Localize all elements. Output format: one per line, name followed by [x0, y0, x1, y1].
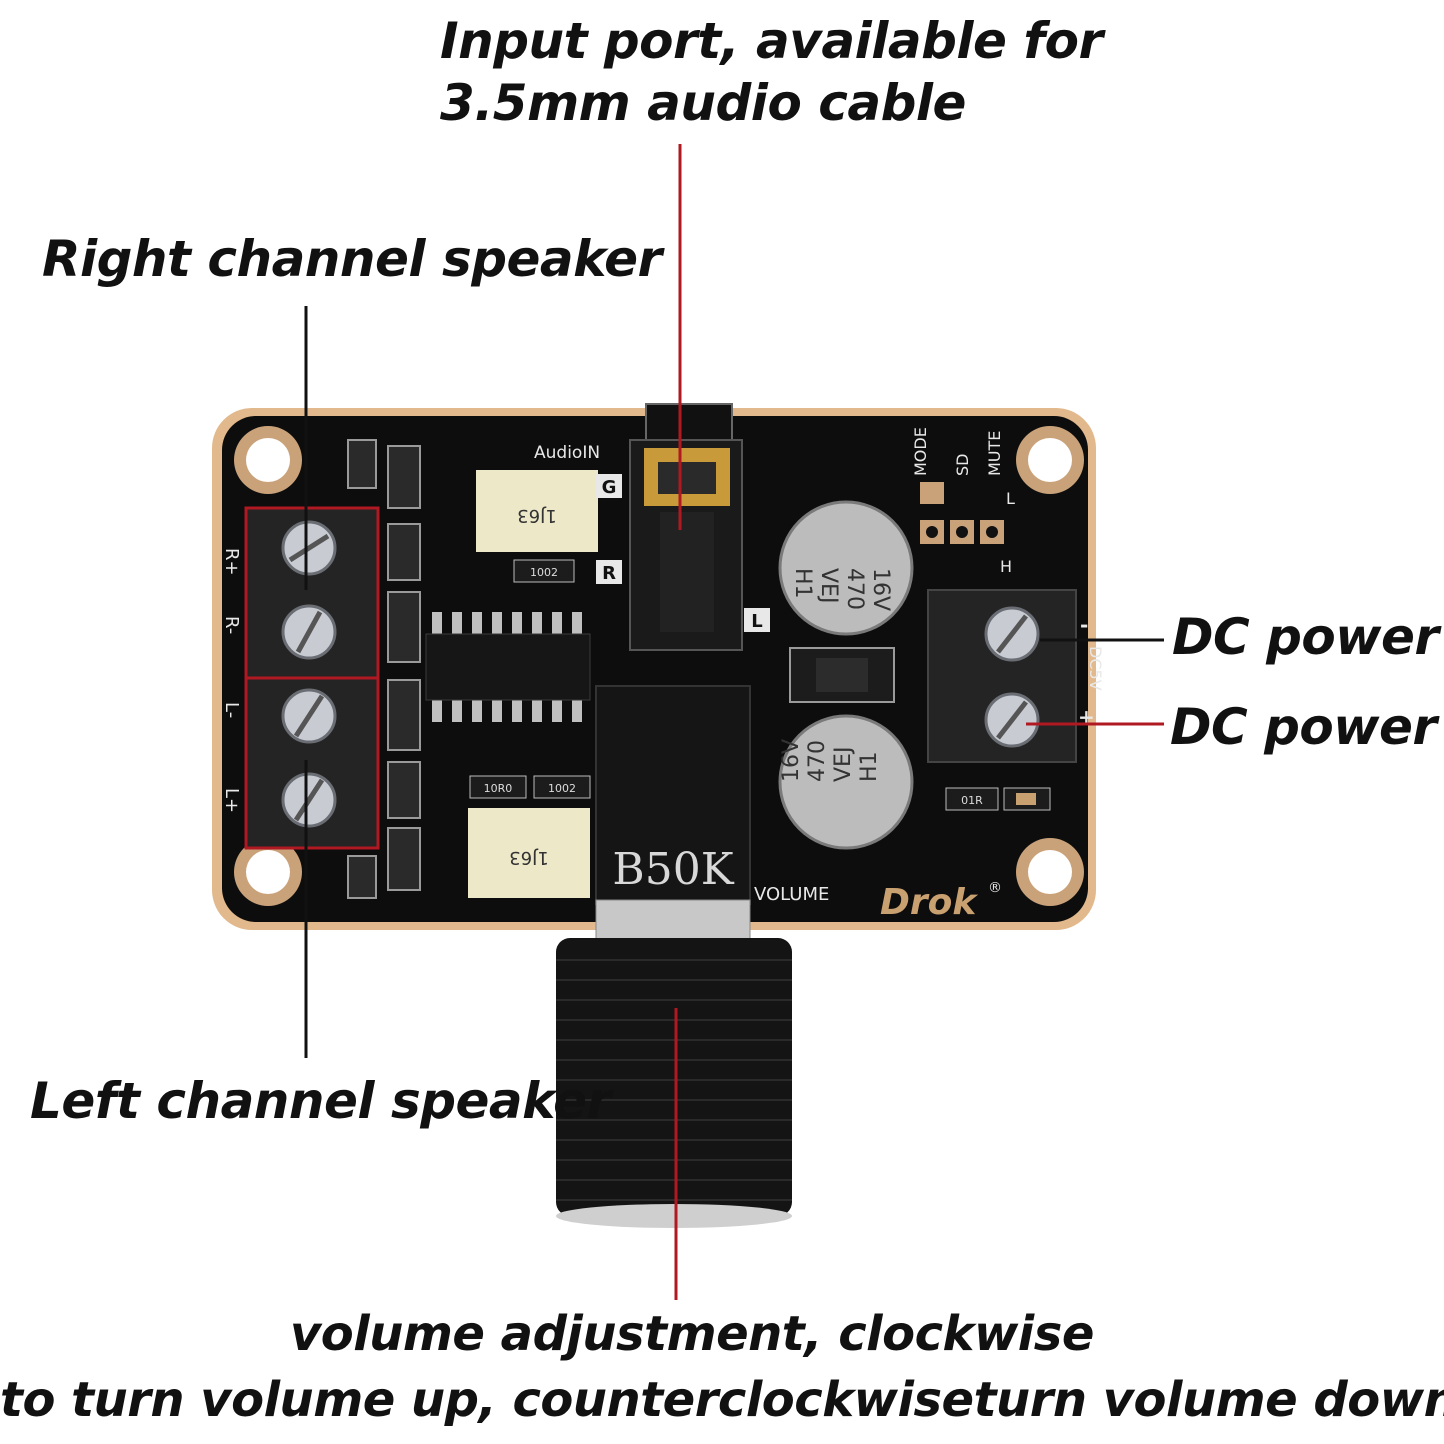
- svg-text:10R0: 10R0: [484, 782, 513, 795]
- smd-components-left: [347, 439, 421, 899]
- mounting-hole-top-left: [234, 426, 302, 494]
- amplifier-ic: [425, 612, 591, 722]
- smd-diode: [789, 647, 895, 703]
- svg-text:H1: H1: [790, 568, 815, 599]
- smd-resistor-c: 1002: [533, 775, 591, 799]
- svg-text:L: L: [751, 611, 762, 632]
- film-capacitor-top: 1J63: [476, 470, 598, 552]
- label-h-pin: H: [1000, 557, 1012, 576]
- label-l-plus: L+: [221, 788, 242, 813]
- svg-text:VEJ: VEJ: [816, 568, 841, 603]
- brand-logo: Drok: [880, 882, 978, 923]
- mounting-hole-bottom-left: [234, 838, 302, 906]
- power-terminal-block: [927, 589, 1077, 763]
- callout-volume-line1: volume adjustment, clockwise: [290, 1306, 1094, 1362]
- label-g-box: G: [596, 474, 622, 498]
- smd-resistor-b: 10R0: [469, 775, 527, 799]
- svg-text:R: R: [602, 563, 616, 584]
- svg-text:H1: H1: [857, 751, 882, 782]
- film-cap-top-label: 1J63: [517, 505, 557, 526]
- callout-right-channel: Right channel speaker: [42, 230, 662, 288]
- film-cap-bottom-label: 1J63: [509, 847, 549, 868]
- label-mode: MODE: [911, 427, 930, 476]
- svg-text:G: G: [602, 477, 617, 498]
- potentiometer: B50K: [595, 685, 751, 945]
- callout-input-port: Input port, available for 3.5mm audio ca…: [440, 10, 1103, 134]
- smd-resistor-a: 1002: [513, 559, 575, 583]
- label-mute: MUTE: [985, 431, 1004, 476]
- electrolytic-capacitor-bottom: H1 VEJ 470 16V: [778, 714, 914, 850]
- registered-mark: ®: [988, 880, 1002, 896]
- pot-label: B50K: [612, 844, 734, 895]
- svg-text:470: 470: [805, 740, 830, 782]
- film-capacitor-bottom: 1J63: [468, 808, 590, 898]
- jumper-pin-holes: [926, 526, 998, 538]
- label-r-minus: R-: [221, 616, 242, 634]
- callout-dc-plus: DC power +: [1170, 698, 1444, 756]
- label-r-plus: R+: [221, 548, 242, 576]
- svg-text:1002: 1002: [548, 782, 576, 795]
- callout-input-port-line2: 3.5mm audio cable: [440, 74, 966, 132]
- label-sd: SD: [953, 454, 972, 476]
- svg-text:VEJ: VEJ: [831, 747, 856, 782]
- label-l-minus: L-: [221, 702, 242, 718]
- speaker-terminal-block: [244, 506, 380, 850]
- label-l-box: L: [744, 608, 770, 632]
- svg-text:01R: 01R: [961, 794, 983, 807]
- mounting-hole-top-right: [1016, 426, 1084, 494]
- volume-knob: [556, 938, 792, 1228]
- svg-text:16V: 16V: [868, 568, 893, 611]
- led: [1003, 787, 1051, 811]
- callout-input-port-line1: Input port, available for: [440, 12, 1103, 70]
- svg-text:470: 470: [842, 568, 867, 610]
- label-power-minus: -: [1080, 613, 1088, 637]
- electrolytic-capacitor-top: H1 VEJ 470 16V: [778, 500, 914, 636]
- label-dc5v: DC5V: [1086, 646, 1105, 691]
- audio-jack: [629, 403, 743, 651]
- label-audio-in: AudioIN: [534, 443, 600, 463]
- svg-text:16V: 16V: [779, 739, 804, 782]
- smd-resistor-d: 01R: [945, 787, 999, 811]
- mounting-hole-bottom-right: [1016, 838, 1084, 906]
- label-r-box: R: [596, 560, 622, 584]
- callout-volume-line2: to turn volume up, counterclockwiseturn …: [0, 1372, 1444, 1428]
- callout-left-channel: Left channel speaker: [30, 1072, 611, 1130]
- callout-dc-minus: DC power -: [1172, 608, 1444, 666]
- svg-text:1002: 1002: [530, 566, 558, 579]
- label-l-pin: L: [1006, 489, 1015, 508]
- label-volume: VOLUME: [754, 884, 829, 905]
